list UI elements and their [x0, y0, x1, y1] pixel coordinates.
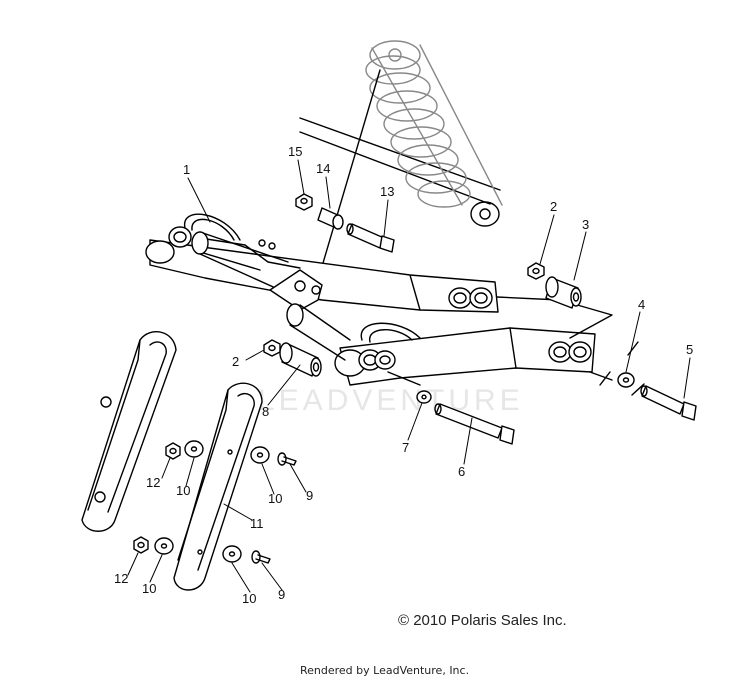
screw-9-lower	[251, 550, 271, 564]
callout-6: 6	[458, 464, 465, 479]
callout-5: 5	[686, 342, 693, 357]
callout-12-lower: 12	[114, 571, 128, 586]
washer-4	[617, 372, 635, 388]
callout-10-c: 10	[142, 581, 156, 596]
watermark: LEADVENTURE	[258, 384, 524, 417]
bolt-6	[434, 403, 515, 445]
pivot-leader-upper	[496, 296, 613, 339]
shock-leader	[317, 69, 381, 281]
screw-9-upper	[277, 452, 297, 466]
link-plate-left	[81, 331, 177, 532]
callout-7: 7	[402, 440, 409, 455]
nut-12-upper	[165, 442, 181, 460]
pivot-axis-lower-2	[589, 371, 613, 381]
callout-11: 11	[250, 516, 264, 531]
bushing-14	[317, 207, 344, 230]
washer-7	[416, 390, 432, 404]
break-mark-3	[631, 383, 645, 396]
nut-12-lower	[133, 536, 149, 554]
callout-14: 14	[316, 161, 330, 176]
callout-2-left: 2	[232, 354, 239, 369]
callout-15: 15	[288, 144, 302, 159]
callout-8: 8	[262, 404, 269, 419]
callout-2-right: 2	[550, 199, 557, 214]
rendered-by-footer: Rendered by LeadVenture, Inc.	[300, 664, 470, 677]
washer-10-b	[250, 446, 270, 464]
nut-2-right	[527, 262, 545, 280]
bolt-5	[640, 385, 697, 421]
callout-9-lower: 9	[278, 587, 285, 602]
callout-1: 1	[183, 162, 190, 177]
callout-4: 4	[638, 297, 645, 312]
upper-control-arm	[145, 213, 499, 313]
leader-lines	[127, 159, 691, 593]
washer-10-c	[154, 537, 174, 555]
callout-labels: 1 15 14 13 2 3 4 5 2 8 7 6 12 10 10 9 11…	[114, 144, 693, 606]
break-mark-1	[599, 371, 611, 386]
shock-absorber	[365, 40, 503, 227]
callout-10-d: 10	[242, 591, 256, 606]
link-plate-11	[173, 382, 263, 591]
lower-control-arm	[286, 303, 596, 386]
break-mark-2	[627, 341, 639, 356]
nut-2-left	[263, 339, 281, 357]
washer-10-d	[222, 545, 242, 563]
callout-3: 3	[582, 217, 589, 232]
callout-13: 13	[380, 184, 394, 199]
bolt-13	[346, 223, 395, 253]
copyright-notice: © 2010 Polaris Sales Inc.	[398, 612, 567, 629]
callout-10-a: 10	[176, 483, 190, 498]
bushing-3	[545, 276, 582, 309]
callout-12-upper: 12	[146, 475, 160, 490]
nut-15	[295, 193, 313, 211]
callout-9-upper: 9	[306, 488, 313, 503]
pivot-axis-lower	[387, 371, 421, 386]
callout-10-b: 10	[268, 491, 282, 506]
washer-10-a	[184, 440, 204, 458]
bushing-8	[279, 342, 322, 377]
